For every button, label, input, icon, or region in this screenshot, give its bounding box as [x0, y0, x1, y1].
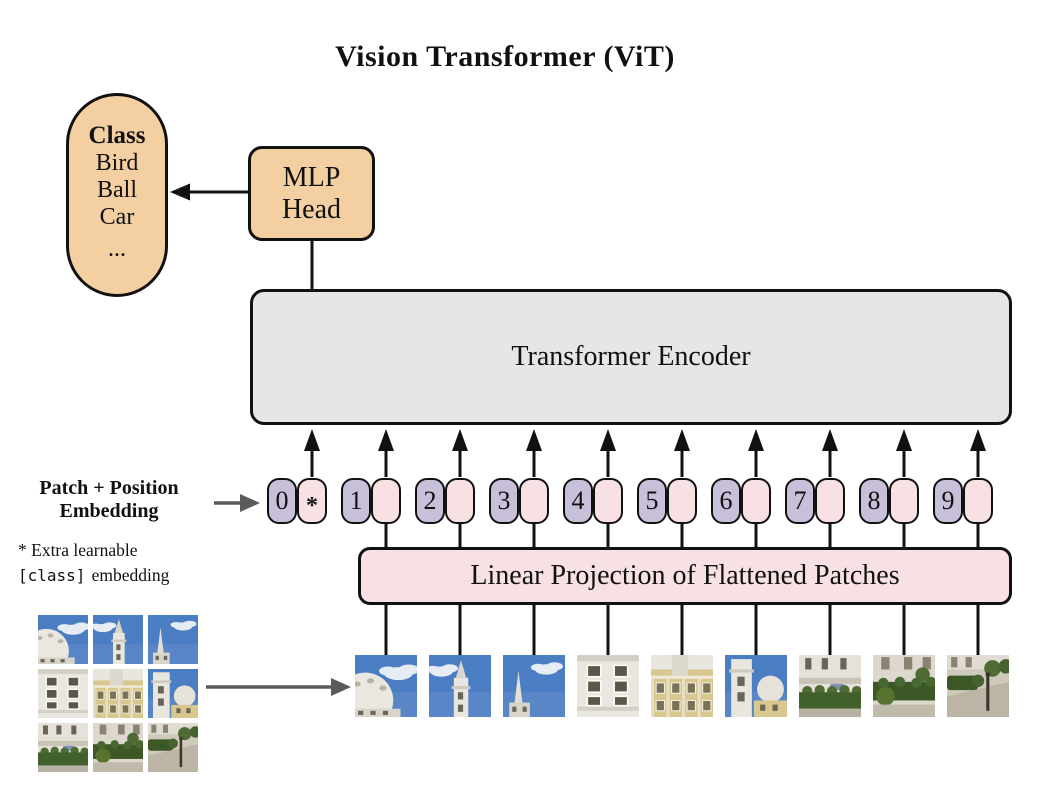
class-note-line2: [class] embedding: [18, 563, 169, 588]
input-grid-cell-3: [148, 615, 198, 664]
transformer-encoder-box: Transformer Encoder: [250, 289, 1012, 425]
image-patch-9: [947, 655, 1009, 717]
position-embedding-pill-3: 3: [489, 478, 519, 524]
token-1-arrowhead: [378, 429, 394, 451]
patch-embedding-pill-2: [445, 478, 475, 524]
diagram-title: Vision Transformer (ViT): [335, 40, 675, 73]
token-6-arrowhead: [748, 429, 764, 451]
input-grid-cell-5: [93, 669, 143, 718]
patch-embedding-pill-1: [371, 478, 401, 524]
linear-projection-box: Linear Projection of Flattened Patches: [358, 547, 1012, 605]
position-embedding-pill-8: 8: [859, 478, 889, 524]
patch-embedding-pill-9: [963, 478, 993, 524]
image-patch-4: [577, 655, 639, 717]
class-embedding-note: * Extra learnable [class] embedding: [18, 538, 169, 588]
position-embedding-pill-2: 2: [415, 478, 445, 524]
class-item: Bird: [95, 150, 139, 176]
image-to-patches-arrowhead: [331, 678, 351, 696]
patch-embedding-pill-5: [667, 478, 697, 524]
image-patch-6: [725, 655, 787, 717]
mlp-to-class-arrowhead: [170, 183, 190, 201]
input-grid-cell-4: [38, 669, 88, 718]
position-embedding-pill-4: 4: [563, 478, 593, 524]
patch-position-embedding-label: Patch + Position Embedding: [2, 477, 216, 523]
patch-embedding-pill-6: [741, 478, 771, 524]
input-grid-cell-2: [93, 615, 143, 664]
image-patch-8: [873, 655, 935, 717]
patch-embedding-pill-4: [593, 478, 623, 524]
input-grid-cell-9: [148, 723, 198, 772]
token-7-arrowhead: [822, 429, 838, 451]
image-patch-2: [429, 655, 491, 717]
mlp-head-box: MLP Head: [248, 146, 375, 241]
patch-position-embedding-line1: Patch + Position: [39, 477, 179, 499]
position-embedding-pill-0: 0: [267, 478, 297, 524]
patch-embedding-pill-0: *: [297, 478, 327, 524]
token-0-arrowhead: [304, 429, 320, 451]
token-3-arrowhead: [526, 429, 542, 451]
embedding-label-arrowhead: [240, 494, 260, 512]
class-item: Ball: [97, 177, 137, 203]
input-grid-cell-1: [38, 615, 88, 664]
token-4-arrowhead: [600, 429, 616, 451]
image-patch-5: [651, 655, 713, 717]
patch-position-embedding-line2: Embedding: [59, 500, 159, 522]
class-item: Car: [99, 204, 135, 230]
image-patch-7: [799, 655, 861, 717]
position-embedding-pill-1: 1: [341, 478, 371, 524]
image-patch-3: [503, 655, 565, 717]
input-grid-cell-8: [93, 723, 143, 772]
token-2-arrowhead: [452, 429, 468, 451]
patch-embedding-pill-7: [815, 478, 845, 524]
token-8-arrowhead: [896, 429, 912, 451]
image-patch-1: [355, 655, 417, 717]
class-item: ...: [108, 236, 126, 262]
position-embedding-pill-5: 5: [637, 478, 667, 524]
position-embedding-pill-9: 9: [933, 478, 963, 524]
class-note-suffix: embedding: [91, 565, 170, 585]
patch-embedding-pill-8: [889, 478, 919, 524]
token-9-arrowhead: [970, 429, 986, 451]
class-note-line1: * Extra learnable: [18, 540, 138, 560]
class-token-star: *: [306, 492, 318, 519]
position-embedding-pill-6: 6: [711, 478, 741, 524]
class-token-code: [class]: [18, 566, 86, 585]
input-grid-cell-6: [148, 669, 198, 718]
class-header: Class: [88, 122, 146, 149]
patch-embedding-pill-3: [519, 478, 549, 524]
token-5-arrowhead: [674, 429, 690, 451]
input-grid-cell-7: [38, 723, 88, 772]
position-embedding-pill-7: 7: [785, 478, 815, 524]
